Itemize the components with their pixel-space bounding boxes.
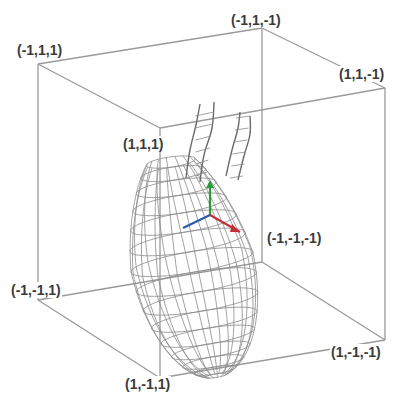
- bounding-cube: [38, 28, 385, 378]
- vessel-ring: [236, 116, 250, 118]
- corner-coordinate: (-1,-1,-1): [266, 230, 322, 246]
- vessel-ring: [232, 152, 245, 154]
- corner-coordinate: (-1,-1,1): [10, 282, 62, 298]
- vessel-ring: [234, 140, 248, 142]
- vessel-ring: [195, 112, 214, 116]
- corner-coordinate: (1,1,-1): [338, 66, 385, 82]
- mesh-meridian: [190, 163, 243, 376]
- vessel-ring: [196, 148, 210, 152]
- mesh-ring: [130, 228, 245, 256]
- mesh-meridian: [194, 161, 253, 375]
- corner-coordinate: (1,-1,-1): [330, 344, 382, 360]
- corner-coordinate: (1,1,1): [122, 136, 164, 152]
- vessel-ring: [231, 164, 244, 166]
- vessel-ring: [196, 160, 209, 164]
- mesh-ring: [133, 193, 227, 216]
- vessel-ring: [195, 136, 211, 140]
- corner-coordinate: (-1,1,1): [16, 42, 63, 58]
- mesh-meridian: [130, 165, 205, 377]
- mesh-meridian: [166, 158, 215, 374]
- vessel-ring: [195, 124, 212, 128]
- vessel-ring: [196, 172, 207, 176]
- vessel-outline: [226, 112, 240, 176]
- vessel-ring: [230, 176, 243, 178]
- vessel-outline: [200, 102, 214, 182]
- mesh-meridian: [189, 156, 247, 373]
- mesh-meridian: [183, 156, 234, 373]
- mesh-meridian: [145, 161, 209, 375]
- axis-triad: [183, 180, 240, 232]
- corner-coordinate: (1,-1,1): [124, 376, 171, 392]
- mesh-meridian: [141, 168, 207, 378]
- vessel-ring: [235, 128, 249, 130]
- corner-coordinate: (-1,1,-1): [230, 12, 282, 28]
- vessel-outline: [238, 116, 250, 180]
